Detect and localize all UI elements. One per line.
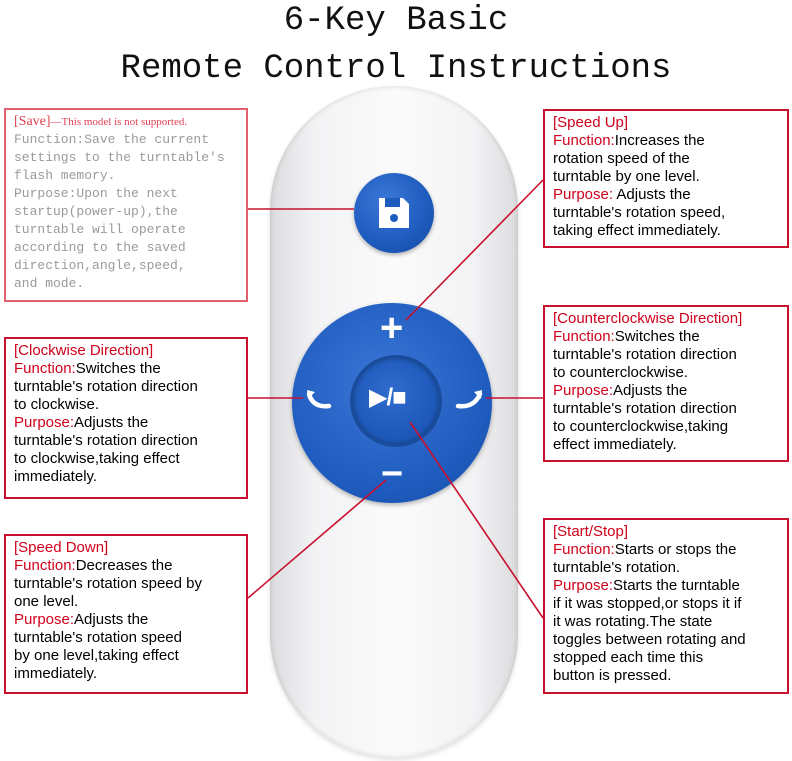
- purpose-text: toggles between rotating and: [553, 631, 746, 648]
- purpose-text: turntable's rotation speed,: [553, 204, 726, 221]
- callout-save-line: flash memory.: [14, 168, 116, 183]
- callout-save-line: startup(power-up),the: [14, 204, 178, 219]
- purpose-label: Purpose:: [553, 577, 614, 594]
- function-label: Function:: [553, 132, 615, 149]
- purpose-text: effect immediately.: [553, 436, 677, 453]
- purpose-text: taking effect immediately.: [553, 222, 721, 239]
- purpose-text: turntable's rotation direction: [14, 432, 198, 449]
- function-text: turntable's rotation direction: [14, 378, 198, 395]
- callout-start-stop: [Start/Stop] Function:Starts or stops th…: [543, 518, 789, 694]
- floppy-disk-icon: [379, 198, 409, 228]
- callout-save-heading: [Save]: [14, 114, 51, 129]
- function-text: Decreases the: [75, 557, 173, 574]
- function-text: rotation speed of the: [553, 150, 690, 167]
- purpose-text: Adjusts the: [74, 611, 149, 628]
- function-text: Increases the: [614, 132, 705, 149]
- callout-heading: [Counterclockwise Direction]: [553, 310, 743, 327]
- purpose-label: Purpose:: [14, 414, 75, 431]
- purpose-text: it was rotating.The state: [553, 613, 713, 630]
- callout-save-line: according to the saved: [14, 240, 186, 255]
- function-text: turntable's rotation direction: [553, 346, 737, 363]
- purpose-text: to counterclockwise,taking: [553, 418, 729, 435]
- purpose-text: immediately.: [14, 665, 98, 682]
- callout-heading: [Speed Up]: [553, 114, 629, 131]
- callout-clockwise: [Clockwise Direction] Function:Switches …: [4, 337, 248, 499]
- leader-speed-down: [247, 479, 387, 599]
- purpose-text: turntable's rotation speed: [14, 629, 182, 646]
- callout-save-line: turntable will operate: [14, 222, 186, 237]
- callout-heading: [Clockwise Direction]: [14, 342, 154, 359]
- purpose-text: Adjusts the: [613, 382, 688, 399]
- function-text: turntable by one level.: [553, 168, 700, 185]
- function-text: one level.: [14, 593, 79, 610]
- function-text: Starts or stops the: [614, 541, 737, 558]
- play-stop-icon: ▶/■: [369, 384, 407, 411]
- callout-heading: [Speed Down]: [14, 539, 109, 556]
- leader-start-stop: [409, 421, 544, 619]
- purpose-text: turntable's rotation direction: [553, 400, 737, 417]
- callout-heading: [Start/Stop]: [553, 523, 629, 540]
- start-stop-button[interactable]: [350, 355, 442, 447]
- rotate-clockwise-icon[interactable]: [303, 388, 337, 414]
- function-label: Function:: [553, 541, 615, 558]
- plus-icon[interactable]: +: [380, 306, 404, 350]
- purpose-label: Purpose:: [14, 611, 75, 628]
- purpose-label: Purpose:: [553, 186, 614, 203]
- function-text: Switches the: [75, 360, 161, 377]
- purpose-text: by one level,taking effect: [14, 647, 179, 664]
- purpose-text: to clockwise,taking effect: [14, 450, 180, 467]
- function-label: Function:: [553, 328, 615, 345]
- function-text: to counterclockwise.: [553, 364, 689, 381]
- callout-save: [Save]—This model is not supported. Func…: [4, 108, 248, 302]
- purpose-text: Adjusts the: [74, 414, 149, 431]
- purpose-text: Adjusts the: [613, 186, 691, 203]
- function-text: turntable's rotation speed by: [14, 575, 202, 592]
- title-line-1: 6-Key Basic: [283, 2, 509, 40]
- purpose-text: if it was stopped,or stops it if: [553, 595, 742, 612]
- function-label: Function:: [14, 557, 76, 574]
- function-text: to clockwise.: [14, 396, 100, 413]
- function-label: Function:: [14, 360, 76, 377]
- purpose-text: button is pressed.: [553, 667, 672, 684]
- rotate-counterclockwise-icon[interactable]: [452, 388, 486, 414]
- callout-save-line: and mode.: [14, 276, 85, 291]
- minus-icon[interactable]: −: [381, 453, 404, 495]
- purpose-label: Purpose:: [553, 382, 614, 399]
- save-button[interactable]: [354, 173, 434, 253]
- function-text: Switches the: [614, 328, 700, 345]
- title-line-2: Remote Control Instructions: [120, 50, 672, 88]
- callout-save-note: —This model is not supported.: [50, 116, 188, 128]
- purpose-text: stopped each time this: [553, 649, 704, 666]
- callout-save-line: Purpose:Upon the next: [14, 186, 178, 201]
- function-text: turntable's rotation.: [553, 559, 681, 576]
- leader-speed-up: [405, 179, 544, 321]
- purpose-text: Starts the turntable: [613, 577, 740, 594]
- callout-save-line: direction,angle,speed,: [14, 258, 186, 273]
- callout-speed-down: [Speed Down] Function:Decreases the turn…: [4, 534, 248, 694]
- callout-save-line: Function:Save the current: [14, 132, 210, 147]
- callout-speed-up: [Speed Up] Function:Increases the rotati…: [543, 109, 789, 248]
- callout-counterclockwise: [Counterclockwise Direction] Function:Sw…: [543, 305, 789, 462]
- purpose-text: immediately.: [14, 468, 98, 485]
- callout-save-line: settings to the turntable's: [14, 150, 225, 165]
